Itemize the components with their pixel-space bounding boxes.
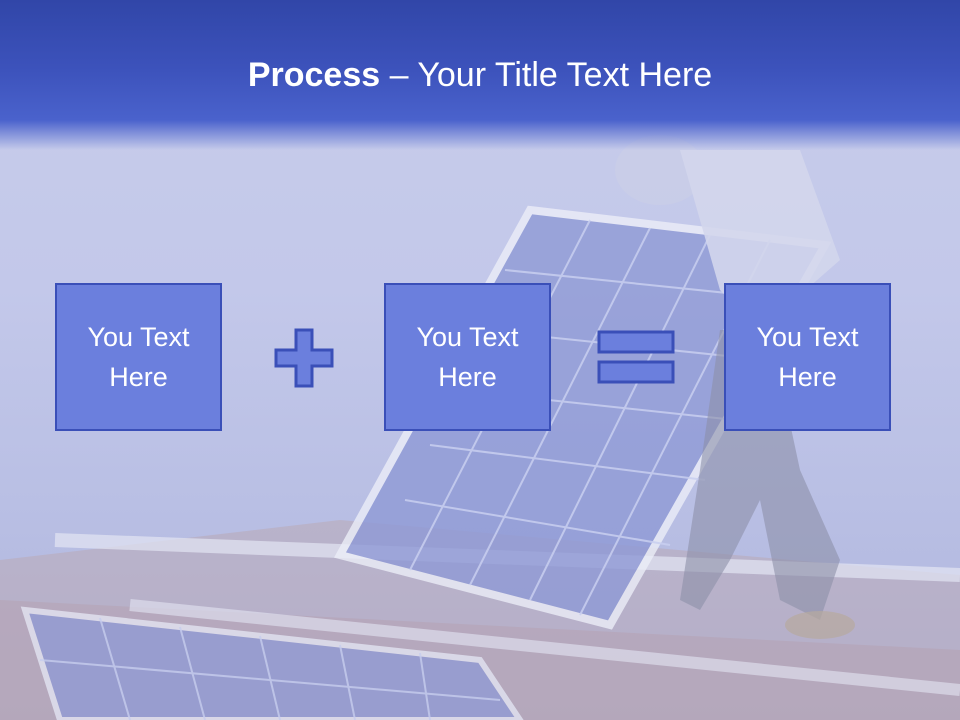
title-rest: – Your Title Text Here [380, 56, 713, 94]
box-3-line-2: Here [778, 362, 837, 392]
box-3-line-1: You Text [756, 322, 859, 352]
process-box-2[interactable]: You Text Here [384, 283, 551, 431]
box-2-line-1: You Text [416, 322, 519, 352]
title-bold: Process [247, 56, 381, 94]
box-2-line-2: Here [438, 362, 497, 392]
title-bar [0, 0, 960, 150]
box-1-line-1: You Text [87, 322, 190, 352]
process-box-1[interactable]: You Text Here [55, 283, 222, 431]
process-box-3[interactable]: You Text Here [724, 283, 891, 431]
plus-icon [274, 328, 334, 388]
box-1-line-2: Here [109, 362, 168, 392]
equals-icon [597, 330, 675, 384]
slide-title: Process – Your Title Text Here [0, 55, 960, 95]
